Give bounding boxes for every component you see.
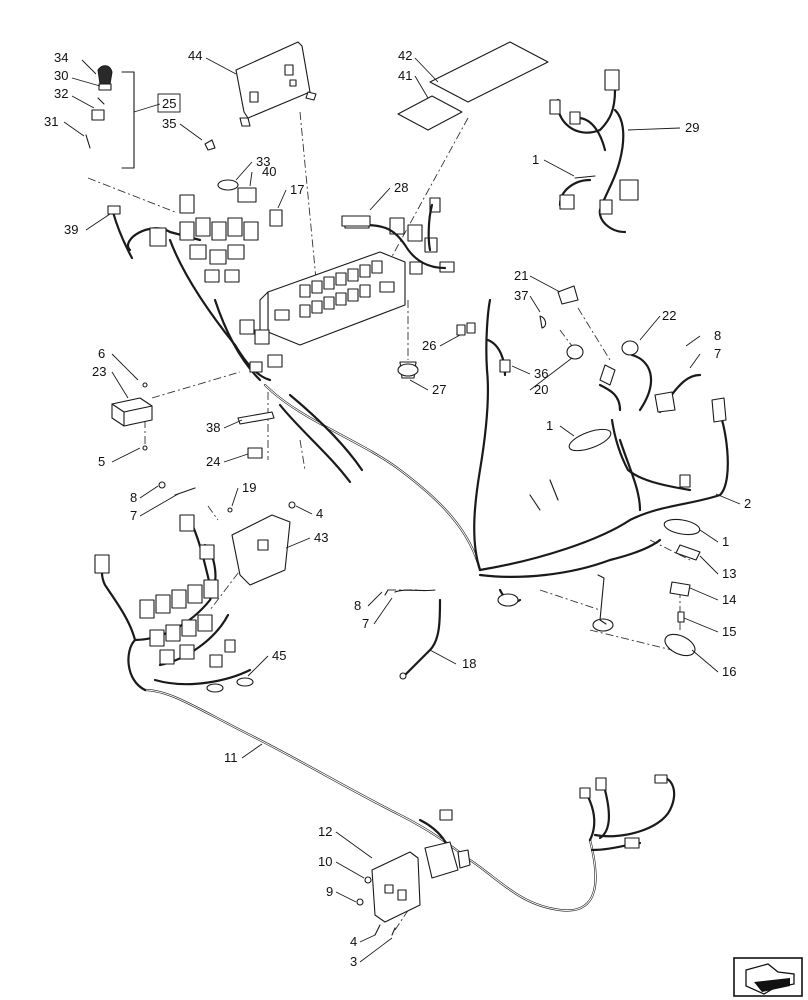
callout-27: 27 xyxy=(432,382,446,397)
callout-8-right: 8 xyxy=(714,328,721,343)
callout-12: 12 xyxy=(318,824,332,839)
callout-8-left: 8 xyxy=(130,490,137,505)
callout-22: 22 xyxy=(662,308,676,323)
callout-1-mid: 1 xyxy=(546,418,553,433)
callout-9: 9 xyxy=(326,884,333,899)
callout-28: 28 xyxy=(394,180,408,195)
callout-16: 16 xyxy=(722,664,736,679)
lower-fuse-block xyxy=(94,514,254,693)
callout-41: 41 xyxy=(398,68,412,83)
callout-6: 6 xyxy=(98,346,105,361)
part-39 xyxy=(107,205,121,215)
callout-40: 40 xyxy=(262,164,276,179)
module-23 xyxy=(111,382,153,451)
callout-29: 29 xyxy=(685,120,699,135)
callout-7-left: 7 xyxy=(130,508,137,523)
rear-connectors xyxy=(579,774,668,849)
callout-17: 17 xyxy=(290,182,304,197)
callout-31: 31 xyxy=(44,114,58,129)
main-harness xyxy=(100,88,729,912)
switch-parts xyxy=(149,179,283,247)
callout-1-right: 1 xyxy=(722,534,729,549)
callout-34: 34 xyxy=(54,50,68,65)
callout-7-right: 7 xyxy=(714,346,721,361)
callout-4-upper: 4 xyxy=(316,506,323,521)
callout-1-top: 1 xyxy=(532,152,539,167)
leader-lines xyxy=(63,57,741,963)
callout-35: 35 xyxy=(162,116,176,131)
callout-15: 15 xyxy=(722,624,736,639)
right-components xyxy=(397,285,727,657)
callout-21: 21 xyxy=(514,268,528,283)
bracket-44 xyxy=(235,41,317,127)
callout-19: 19 xyxy=(242,480,256,495)
callout-13: 13 xyxy=(722,566,736,581)
center-panel-assembly xyxy=(179,197,455,373)
callout-32: 32 xyxy=(54,86,68,101)
callout-11: 11 xyxy=(224,750,238,765)
parts-25-group xyxy=(85,65,216,169)
callout-44: 44 xyxy=(188,48,202,63)
callout-labels: 34 30 32 31 25 35 44 42 41 29 1 33 40 17… xyxy=(44,48,751,969)
callout-box-25 xyxy=(157,93,181,113)
part-28 xyxy=(341,215,371,227)
callout-4-lower: 4 xyxy=(350,934,357,949)
callout-14: 14 xyxy=(722,592,736,607)
bracket-12 xyxy=(356,809,471,936)
callout-26: 26 xyxy=(422,338,436,353)
callout-20: 20 xyxy=(534,382,548,397)
harness-29-connectors xyxy=(549,69,639,215)
callout-8-lower: 8 xyxy=(354,598,361,613)
ground-strap-18 xyxy=(384,589,436,680)
callout-43: 43 xyxy=(314,530,328,545)
label-sheets-41-42 xyxy=(397,41,549,131)
callout-23: 23 xyxy=(92,364,106,379)
callout-10: 10 xyxy=(318,854,332,869)
bracket-43 xyxy=(158,481,296,586)
callout-37: 37 xyxy=(514,288,528,303)
callout-18: 18 xyxy=(462,656,476,671)
callout-45: 45 xyxy=(272,648,286,663)
callout-38: 38 xyxy=(206,420,220,435)
callout-42: 42 xyxy=(398,48,412,63)
callout-33: 33 xyxy=(256,154,270,169)
callout-3: 3 xyxy=(350,954,357,969)
callout-2: 2 xyxy=(744,496,751,511)
next-page-arrow-icon[interactable] xyxy=(733,957,803,997)
callout-5: 5 xyxy=(98,454,105,469)
callout-36: 36 xyxy=(534,366,548,381)
callout-25: 25 xyxy=(162,96,176,111)
callout-24: 24 xyxy=(206,454,220,469)
callout-7-lower: 7 xyxy=(362,616,369,631)
callout-30: 30 xyxy=(54,68,68,83)
parts-38-24 xyxy=(237,411,275,459)
callout-39: 39 xyxy=(64,222,78,237)
